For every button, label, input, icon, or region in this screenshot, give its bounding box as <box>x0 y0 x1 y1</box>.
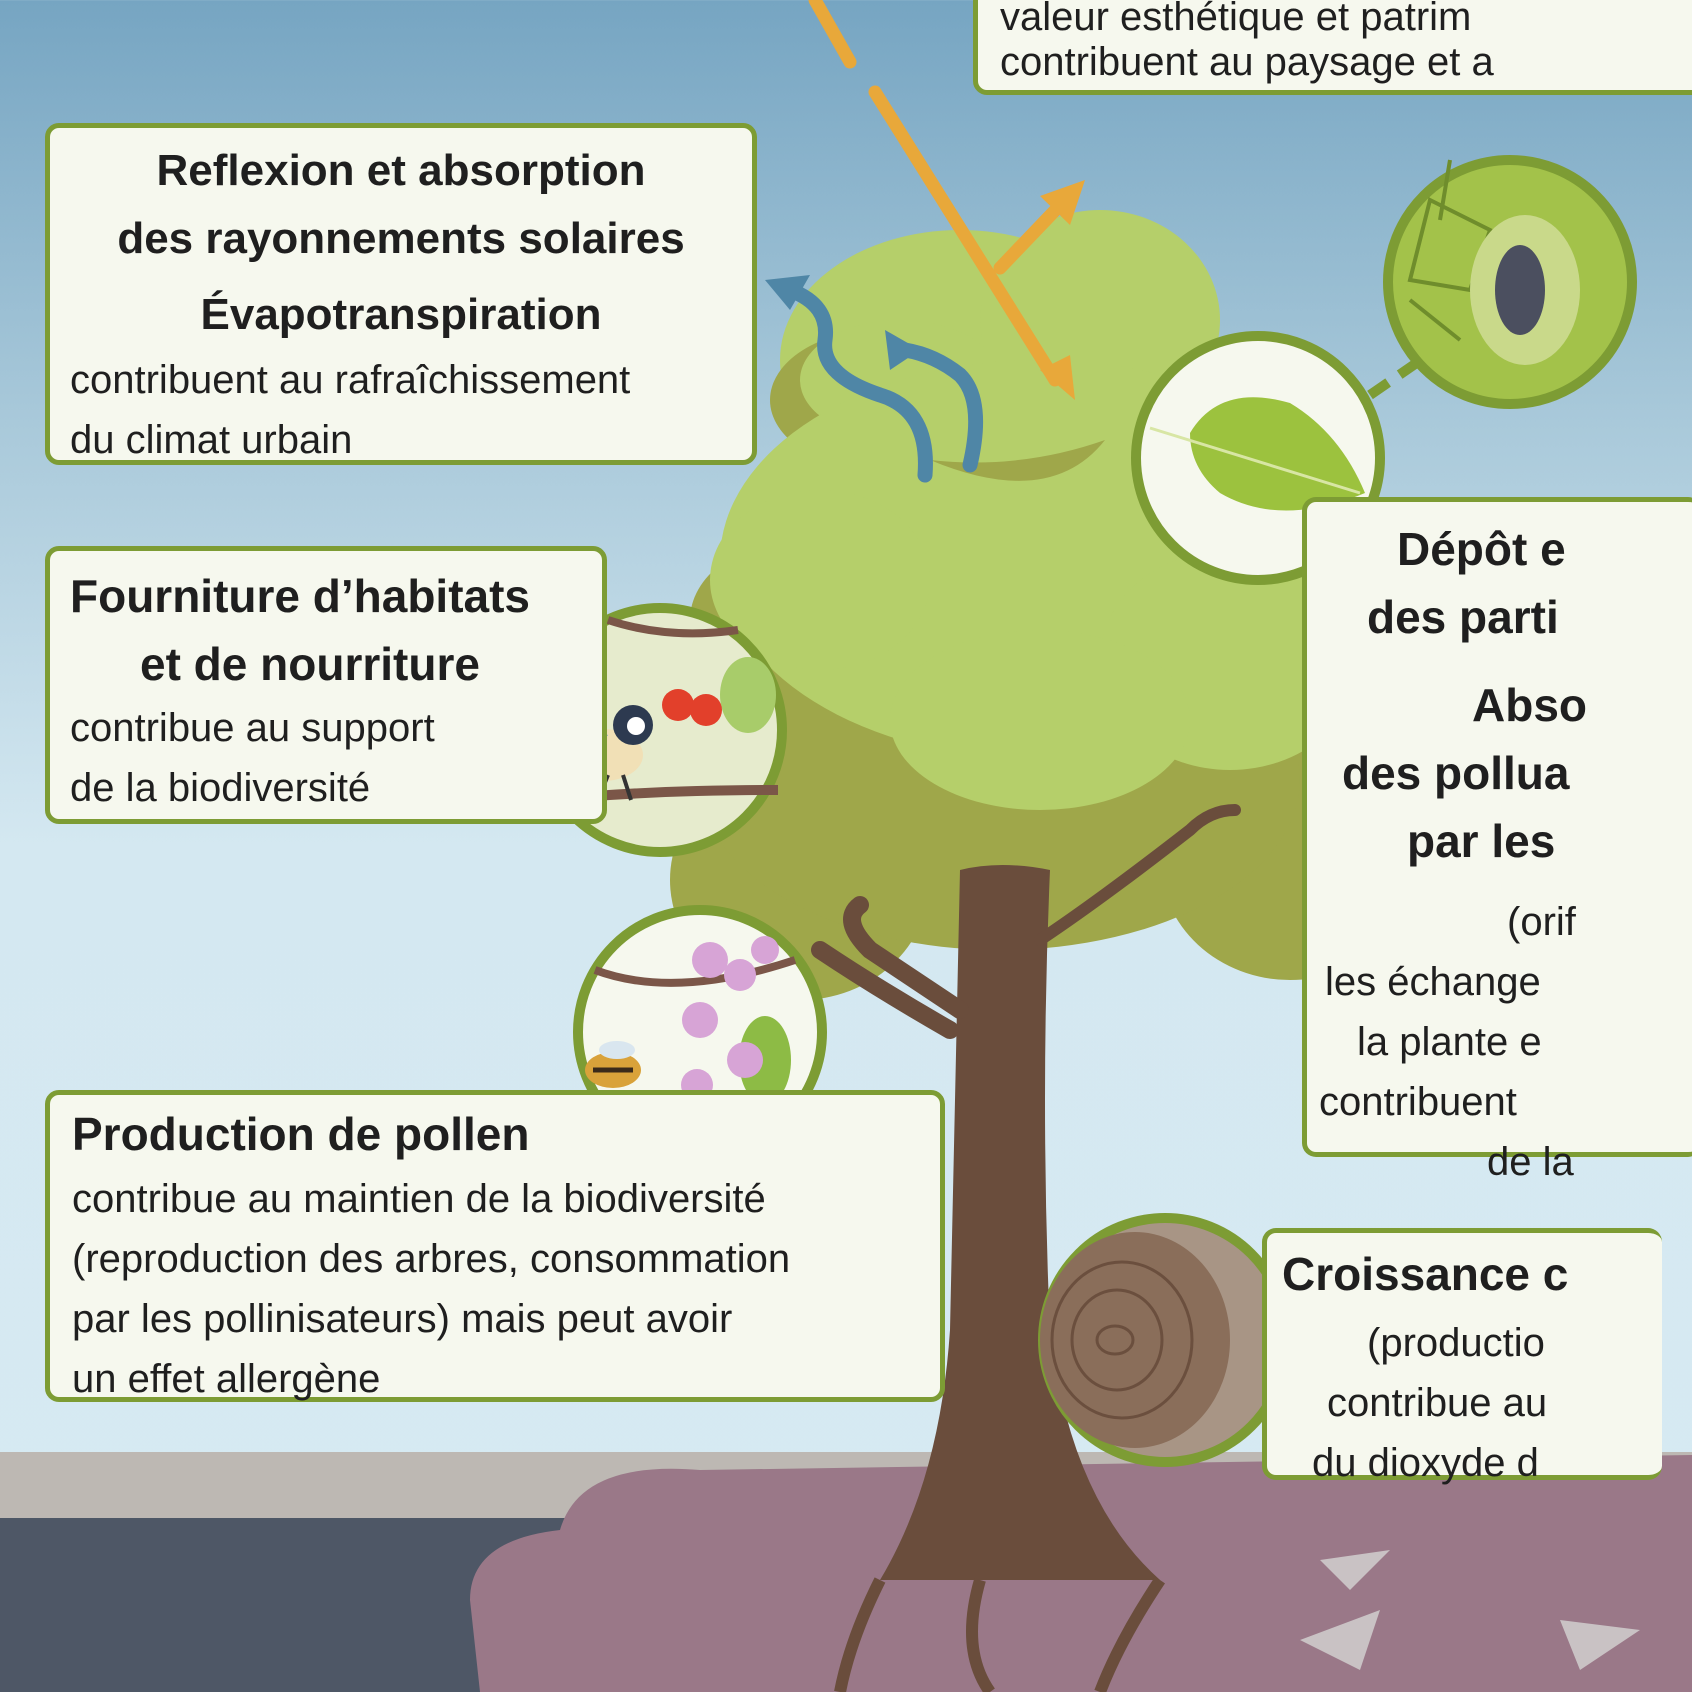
pollution-title-3: Abso <box>1472 679 1587 731</box>
pollution-body-5: de la <box>1487 1140 1574 1184</box>
pollution-title-4: des pollua <box>1342 747 1570 799</box>
pollen-box: Production de pollen contribue au mainti… <box>45 1090 945 1402</box>
pollen-title: Production de pollen <box>72 1108 530 1160</box>
pollution-body-4: contribuent <box>1319 1080 1517 1124</box>
solar-radiation-box: Reflexion et absorption des rayonnements… <box>45 123 757 465</box>
sun-ray-arrow <box>808 0 1072 387</box>
pollen-body-2: (reproduction des arbres, consommation <box>72 1237 791 1281</box>
stomata-icon <box>1383 155 1637 409</box>
growth-title: Croissance c <box>1282 1248 1569 1300</box>
habitat-title-2: et de nourriture <box>140 638 480 690</box>
pollen-body-3: par les pollinisateurs) mais peut avoir <box>72 1297 733 1341</box>
habitat-body-1: contribue au support <box>70 706 435 750</box>
pollution-title-2: des parti <box>1367 591 1559 643</box>
pollution-title-1: Dépôt e <box>1397 523 1566 575</box>
pollution-title-5: par les <box>1407 815 1556 867</box>
aesthetic-line-1: valeur esthétique et patrim <box>1000 0 1472 39</box>
evapotranspiration-title: Évapotranspiration <box>200 290 602 339</box>
habitat-title-1: Fourniture d’habitats <box>70 570 530 622</box>
tree-trunk <box>880 865 1160 1580</box>
pollen-body-1: contribue au maintien de la biodiversité <box>72 1177 766 1221</box>
growth-box: Croissance c (productio contribue au du … <box>1262 1228 1662 1485</box>
habitat-box: Fourniture d’habitats et de nourriture c… <box>45 546 607 824</box>
absorption-arrowhead <box>1040 355 1075 400</box>
solar-title-1: Reflexion et absorption <box>156 146 646 195</box>
habitat-body-2: de la biodiversité <box>70 766 371 810</box>
solar-body-2: du climat urbain <box>70 418 353 462</box>
pollution-body-1: (orif <box>1507 900 1576 944</box>
aesthetic-value-box: valeur esthétique et patrim contribuent … <box>973 0 1692 95</box>
tree-rings-icon <box>1038 1213 1292 1467</box>
pollution-body-2: les échange <box>1325 960 1541 1004</box>
solar-body-1: contribuent au rafraîchissement <box>70 358 631 402</box>
growth-body-1: (productio <box>1367 1321 1545 1365</box>
pollution-body-3: la plante e <box>1357 1020 1542 1064</box>
pollen-body-4: un effet allergène <box>72 1357 381 1401</box>
pollution-box: Dépôt e des parti Abso des pollua par le… <box>1302 497 1692 1184</box>
growth-body-3: du dioxyde d <box>1312 1441 1539 1485</box>
growth-body-2: contribue au <box>1327 1381 1548 1425</box>
aesthetic-line-2: contribuent au paysage et a <box>1000 40 1494 84</box>
evapotranspiration-arrows <box>782 282 984 483</box>
roots-light <box>1300 1550 1640 1670</box>
reflection-arrowhead <box>1040 180 1085 225</box>
solar-title-2: des rayonnements solaires <box>117 214 685 263</box>
